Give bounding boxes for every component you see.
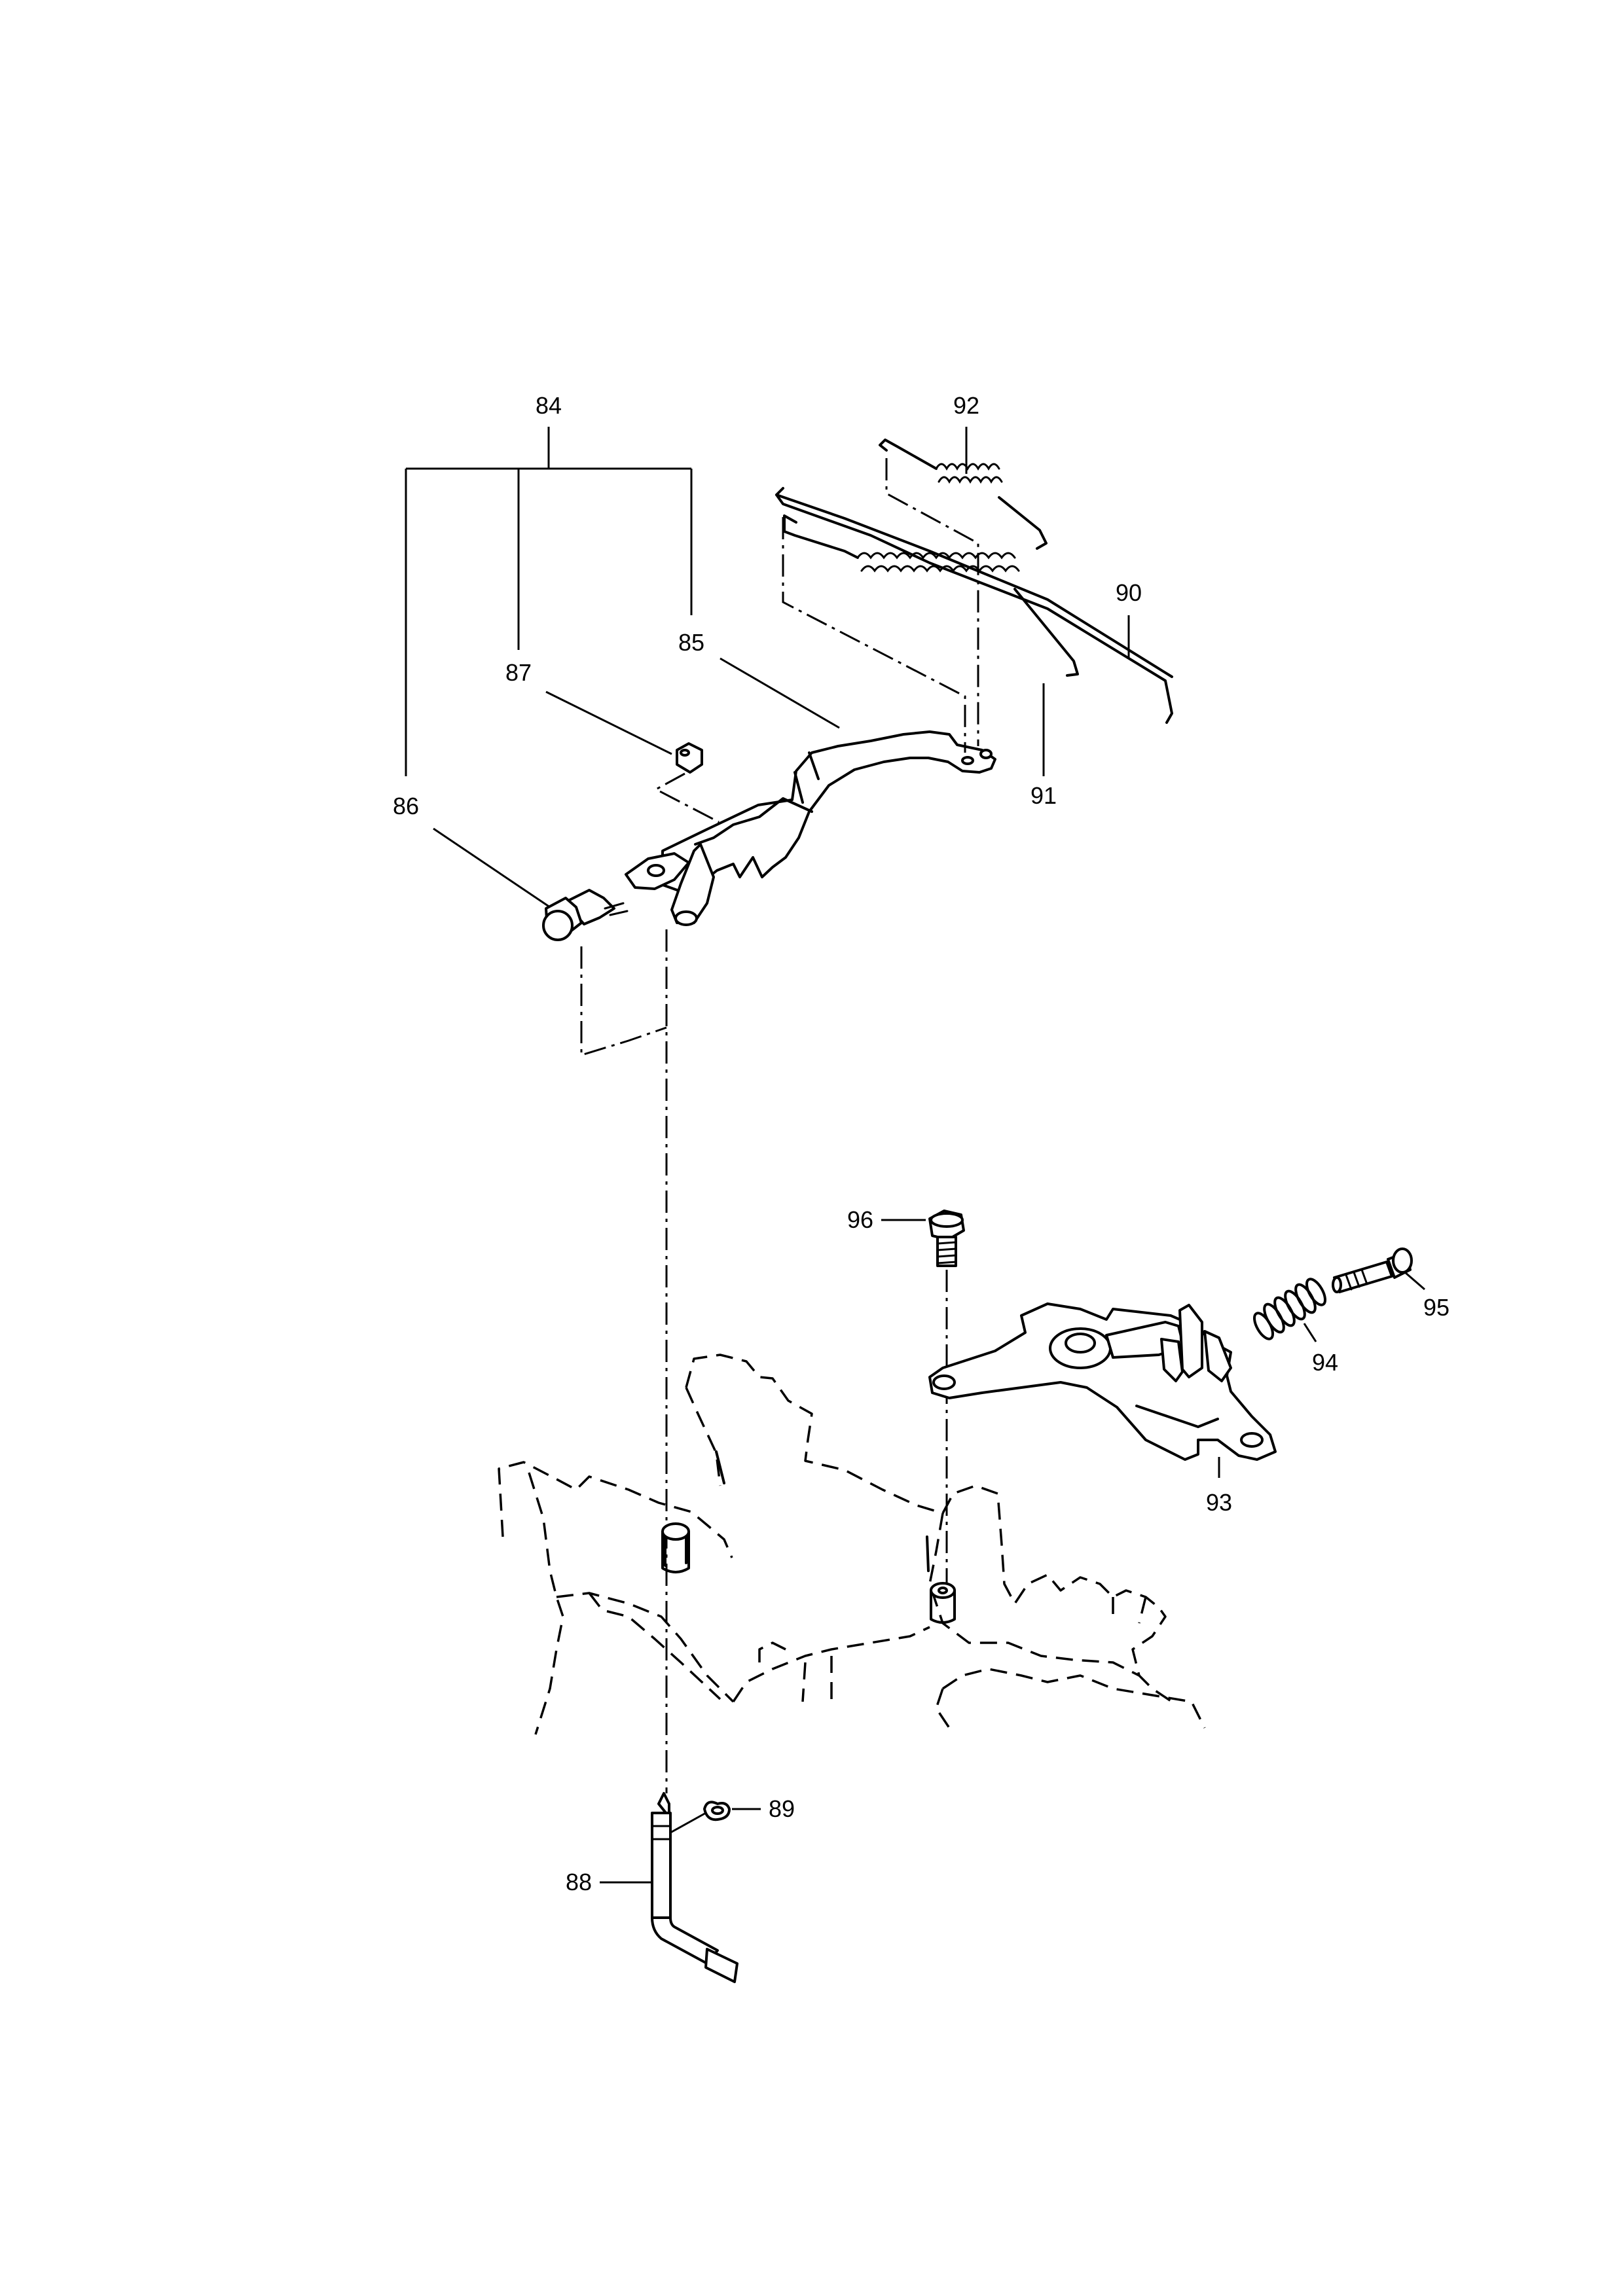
spring-92-coils [935, 463, 1000, 471]
rod-90 [775, 487, 1173, 724]
label-88: 88 [566, 1869, 592, 1895]
label-95: 95 [1423, 1294, 1450, 1321]
control-bracket-93: 93 [928, 1302, 1277, 1516]
spring-91-hook-left [783, 514, 859, 559]
label-96: 96 [847, 1206, 873, 1233]
spring-92-hook-left [879, 439, 938, 470]
bolt-96: 96 [847, 1206, 965, 1584]
e-clip-89: 89 [670, 1795, 795, 1834]
bolt-86 [433, 827, 667, 1057]
label-87: 87 [505, 659, 532, 686]
label-86: 86 [393, 793, 419, 819]
label-90: 90 [1116, 579, 1142, 606]
spring-91-coils [856, 552, 1016, 560]
part-84-bracket-leader [405, 427, 693, 776]
spring-94: 94 [1253, 1278, 1338, 1376]
governor-shaft-88: 88 [566, 1792, 739, 1983]
pin-95: 95 [1332, 1247, 1450, 1321]
engine-block-outline [498, 1354, 1206, 1735]
label-93: 93 [1206, 1489, 1232, 1516]
nut-87 [545, 691, 720, 823]
label-94: 94 [1312, 1349, 1338, 1376]
label-92: 92 [953, 392, 979, 419]
label-89: 89 [769, 1795, 795, 1822]
label-84: 84 [536, 392, 562, 419]
label-91: 91 [1030, 782, 1057, 809]
governor-arm-85 [625, 657, 996, 926]
label-85: 85 [678, 629, 704, 656]
rods-and-springs: 90 91 92 [775, 392, 1173, 809]
